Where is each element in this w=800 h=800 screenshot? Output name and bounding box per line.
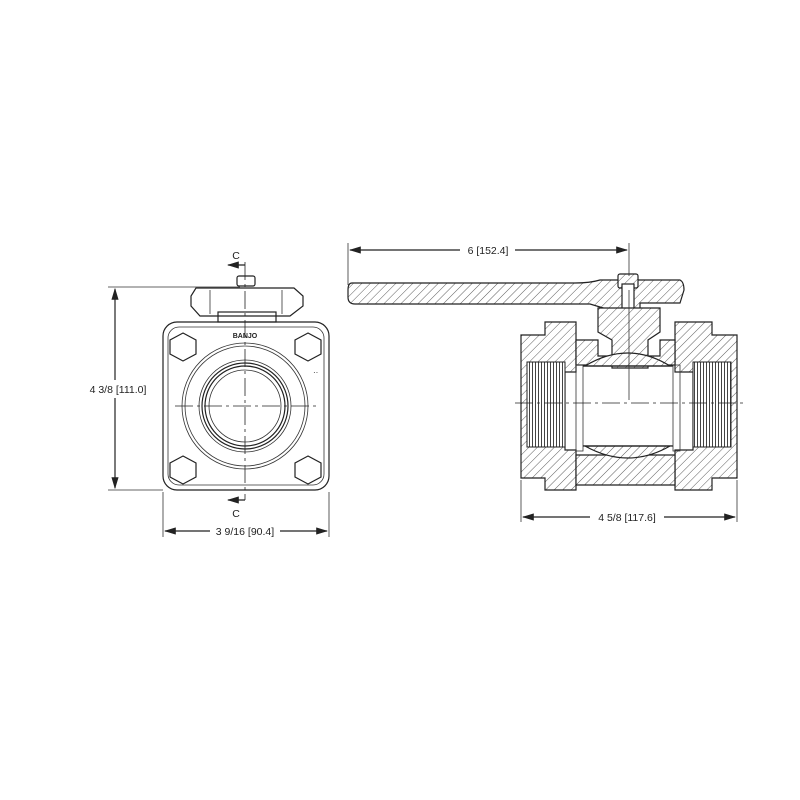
- ball-bottom: [582, 445, 673, 459]
- body-bottom: [575, 454, 676, 486]
- svg-text:3 9/16 [90.4]: 3 9/16 [90.4]: [216, 526, 274, 538]
- handle-lever: [347, 279, 685, 311]
- width-dimension: 3 9/16 [90.4]: [162, 492, 330, 538]
- thread-right: [692, 361, 732, 448]
- bolt-hex-nuts: [169, 332, 322, 485]
- height-dimension: 4 3/8 [111.0]: [84, 286, 240, 491]
- seat-right: [672, 364, 681, 452]
- svg-text:4 3/8 [111.0]: 4 3/8 [111.0]: [90, 384, 147, 396]
- svg-text:··: ··: [313, 368, 318, 377]
- ball-top: [582, 352, 673, 367]
- handle-length-dimension: 6 [152.4]: [347, 243, 630, 285]
- seat-left: [575, 364, 584, 452]
- svg-text:4 5/8 [117.6]: 4 5/8 [117.6]: [598, 512, 656, 524]
- svg-text:C: C: [232, 250, 240, 262]
- body-length-dimension: 4 5/8 [117.6]: [520, 480, 738, 524]
- section-marker-bottom: C: [226, 496, 245, 520]
- front-view: BANJO ·· C C 4 3/8 [111.0] 3 9: [84, 250, 330, 538]
- svg-text:6 [152.4]: 6 [152.4]: [468, 245, 509, 257]
- section-view: 6 [152.4] 4 5/8 [117.6]: [347, 243, 743, 524]
- handle-head: [190, 275, 304, 323]
- thread-left: [526, 361, 566, 448]
- section-marker-top: C: [226, 250, 245, 269]
- body-flange: [162, 321, 330, 491]
- svg-text:C: C: [232, 508, 240, 520]
